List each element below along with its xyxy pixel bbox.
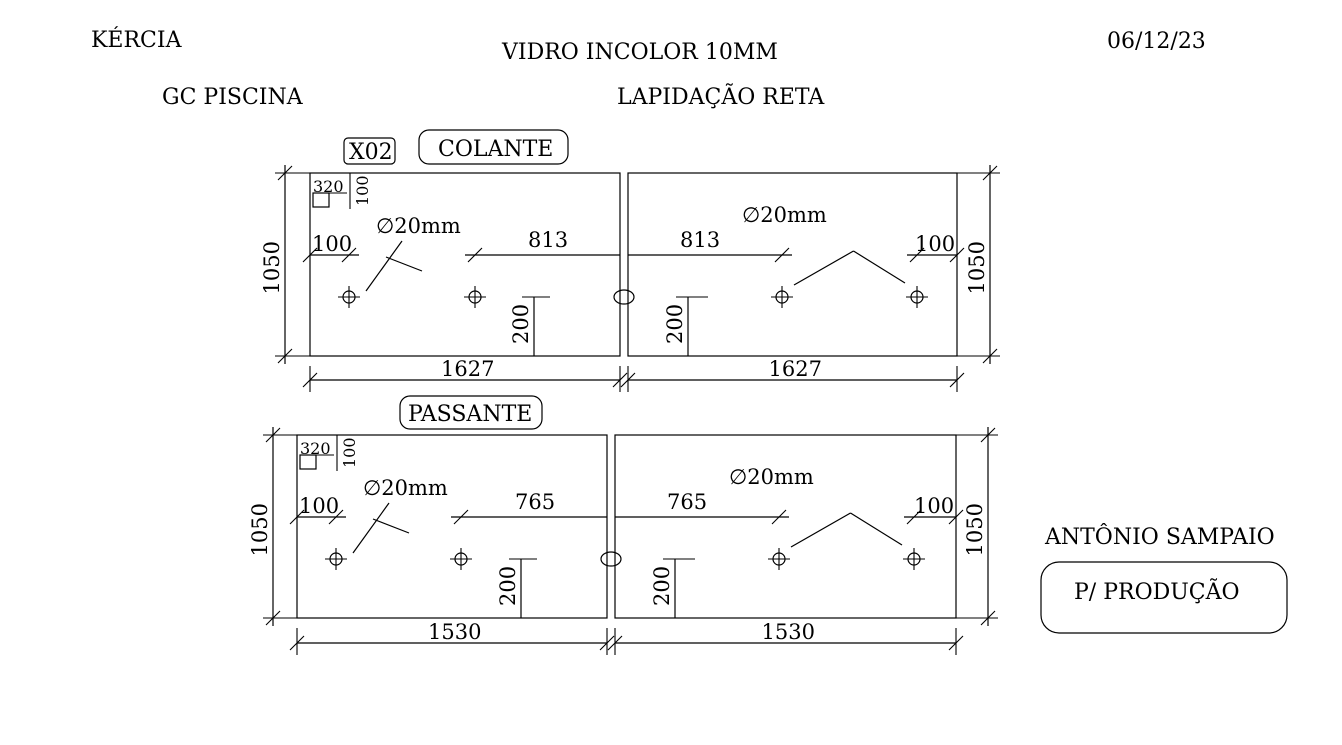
dim-tick <box>612 372 628 388</box>
dim-height-right: 1050 <box>965 241 989 294</box>
leader-line-left <box>352 502 390 554</box>
corner-notch <box>299 454 317 470</box>
dim-width-right: 1627 <box>769 357 822 381</box>
leader-line-right-a <box>793 250 854 286</box>
dim-hole-spacing-right: 813 <box>680 228 720 252</box>
dim-height-left: 1050 <box>248 503 272 556</box>
quantity-label: X02 <box>349 140 393 165</box>
dim-tick <box>341 247 357 263</box>
section-label-box-passante <box>399 395 543 430</box>
dim-tick <box>302 247 318 263</box>
dim-edge-offset-left: 100 <box>299 494 339 518</box>
dim-tick <box>949 372 965 388</box>
dim-width-right: 1530 <box>762 620 815 644</box>
dim-tick <box>906 509 922 525</box>
hole-diameter-callout-left: ∅20mm <box>376 214 461 238</box>
dim-tick <box>948 509 964 525</box>
dim-tick <box>302 372 318 388</box>
corner-dim-y: 100 <box>353 175 372 206</box>
section-label-passante: PASSANTE <box>408 402 532 427</box>
dim-hole-height-left: 200 <box>509 304 533 344</box>
dim-hole-height-right: 200 <box>663 304 687 344</box>
dim-edge-offset-right: 100 <box>914 494 954 518</box>
dim-width-left: 1627 <box>441 357 494 381</box>
glass-spec: VIDRO INCOLOR 10MM <box>501 40 778 65</box>
hole-diameter-callout-right: ∅20mm <box>742 203 827 227</box>
dim-tick <box>599 635 615 651</box>
status-label: P/ PRODUÇÃO <box>1074 577 1240 605</box>
section-label-box-colante <box>418 129 569 165</box>
dim-tick <box>620 372 636 388</box>
glass-panel-left <box>309 172 621 357</box>
glass-panel-right <box>614 434 957 619</box>
finish-spec: LAPIDAÇÃO RETA <box>617 82 825 110</box>
panel-joint <box>600 551 622 567</box>
section-colante: 320 100 100 813 813 100 200 200 ∅20mm ∅20mm 1627 16… <box>260 165 1000 392</box>
glass-panel-left <box>296 434 608 619</box>
dim-tick <box>289 635 305 651</box>
leader-line-left-tail <box>385 256 423 272</box>
dim-tick <box>453 509 469 525</box>
dim-tick <box>328 509 344 525</box>
dim-hole-spacing-right: 765 <box>667 490 707 514</box>
dim-tick <box>289 509 305 525</box>
dim-height-left: 1050 <box>260 241 284 294</box>
leader-line-right-a <box>790 512 851 548</box>
dim-edge-offset-left: 100 <box>312 232 352 256</box>
corner-dim-x: 320 <box>300 439 331 458</box>
dim-width-left: 1530 <box>428 620 481 644</box>
client-name: KÉRCIA <box>91 26 183 53</box>
dim-tick <box>909 247 925 263</box>
dim-tick <box>949 247 965 263</box>
dim-tick <box>774 247 790 263</box>
dim-hole-spacing-left: 813 <box>528 228 568 252</box>
designer-name: ANTÔNIO SAMPAIO <box>1044 523 1275 550</box>
leader-line-left <box>365 240 403 292</box>
leader-line-right-b <box>853 250 906 284</box>
dim-hole-height-left: 200 <box>496 566 520 606</box>
project-name: GC PISCINA <box>162 85 304 110</box>
dim-tick <box>948 635 964 651</box>
leader-line-right-b <box>850 512 903 546</box>
glass-panel-right <box>627 172 958 357</box>
section-passante: 320 100 100 765 765 100 200 200 ∅20mm ∅20mm 1530 15… <box>248 427 998 655</box>
section-label-colante: COLANTE <box>438 137 553 162</box>
hole-diameter-callout-left: ∅20mm <box>363 476 448 500</box>
dim-height-right: 1050 <box>963 503 987 556</box>
corner-dim-y: 100 <box>340 437 359 468</box>
corner-notch <box>312 192 330 208</box>
quantity-box <box>343 137 396 165</box>
dim-tick <box>607 635 623 651</box>
status-box <box>1040 561 1288 634</box>
dim-hole-height-right: 200 <box>650 566 674 606</box>
dim-hole-spacing-left: 765 <box>515 490 555 514</box>
corner-dim-x: 320 <box>313 177 344 196</box>
leader-line-left-tail <box>372 518 410 534</box>
dim-tick <box>467 247 483 263</box>
panel-joint <box>613 289 635 305</box>
hole-diameter-callout-right: ∅20mm <box>729 465 814 489</box>
dim-tick <box>771 509 787 525</box>
date: 06/12/23 <box>1107 29 1206 54</box>
dim-edge-offset-right: 100 <box>915 232 955 256</box>
